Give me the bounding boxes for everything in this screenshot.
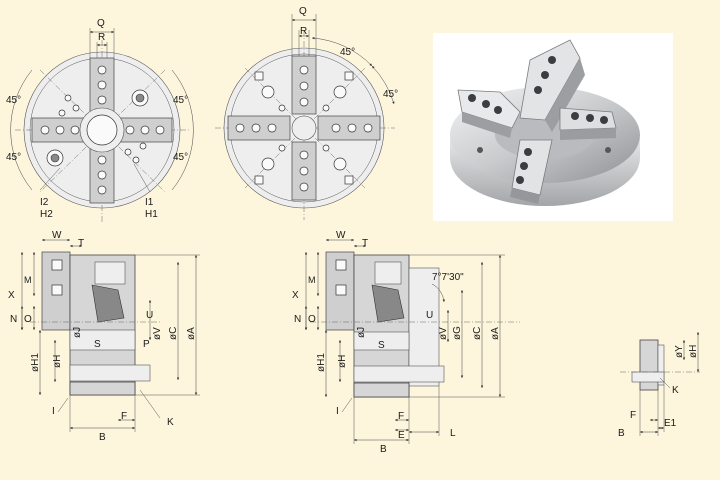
label-t2: T: [362, 238, 368, 249]
label-n1: N: [10, 314, 17, 325]
label-f1: F: [121, 411, 127, 422]
label-oh3: øH: [688, 345, 699, 358]
label-oj2: øJ: [356, 327, 367, 338]
label-i-1: I: [52, 406, 55, 417]
section-view-left: [20, 238, 200, 432]
label-i2: I2: [40, 197, 49, 208]
label-oy3: øY: [674, 345, 685, 358]
label-x2: X: [292, 290, 299, 301]
label-r2: R: [300, 26, 307, 37]
label-r1: R: [98, 32, 105, 43]
label-o1: O: [24, 314, 32, 325]
label-x1: X: [8, 290, 15, 301]
label-oh1-1: øH1: [30, 353, 41, 372]
label-oc1: øC: [168, 327, 179, 340]
label-n2: N: [294, 314, 301, 325]
label-i1: I1: [145, 197, 154, 208]
label-u1: U: [146, 310, 153, 321]
label-oc2: øC: [472, 327, 483, 340]
label-oj1: øJ: [72, 327, 83, 338]
label-s2: S: [378, 340, 385, 351]
label-e2: E: [398, 430, 405, 441]
label-u2: U: [426, 310, 433, 321]
label-p1: P: [143, 339, 150, 350]
label-oa1: øA: [186, 327, 197, 340]
label-45-2a: 45°: [340, 47, 355, 58]
label-oh-2: øH: [337, 355, 348, 368]
label-b2: B: [380, 444, 387, 455]
label-l2: L: [450, 428, 456, 439]
product-photo: [433, 33, 673, 221]
label-45-tr: 45°: [173, 95, 188, 106]
front-view-left: [10, 28, 194, 222]
label-k3: K: [672, 385, 679, 396]
section-view-middle: [304, 238, 520, 444]
label-og2: øG: [452, 326, 463, 340]
label-45-tl: 45°: [6, 95, 21, 106]
label-ov1: øV: [152, 327, 163, 340]
label-o2: O: [308, 314, 316, 325]
label-k1: K: [167, 417, 174, 428]
label-q2: Q: [299, 6, 307, 17]
label-ov2: øV: [438, 327, 449, 340]
label-oh-1: øH: [52, 355, 63, 368]
label-b3: B: [618, 428, 625, 439]
label-q1: Q: [97, 18, 105, 29]
detail-view-right: [620, 332, 700, 436]
label-h1: H1: [145, 209, 158, 220]
label-45-2b: 45°: [383, 89, 398, 100]
label-45-bl: 45°: [6, 152, 21, 163]
label-t1: T: [78, 238, 84, 249]
label-oa2: øA: [490, 327, 501, 340]
label-f3: F: [630, 410, 636, 421]
label-w2: W: [336, 230, 346, 241]
label-w1: W: [52, 230, 62, 241]
label-f2: F: [398, 411, 404, 422]
label-45-br: 45°: [173, 152, 188, 163]
label-m2: M: [308, 275, 316, 285]
label-h2: H2: [40, 209, 53, 220]
label-e1-3: E1: [664, 418, 677, 429]
label-oh1-2: øH1: [316, 353, 327, 372]
label-m1: M: [24, 275, 32, 285]
label-b1: B: [99, 432, 106, 443]
label-i-2: I: [336, 406, 339, 417]
front-view-middle: [215, 14, 395, 220]
label-angle2: 7°7'30": [432, 272, 464, 283]
label-s1: S: [94, 339, 101, 350]
